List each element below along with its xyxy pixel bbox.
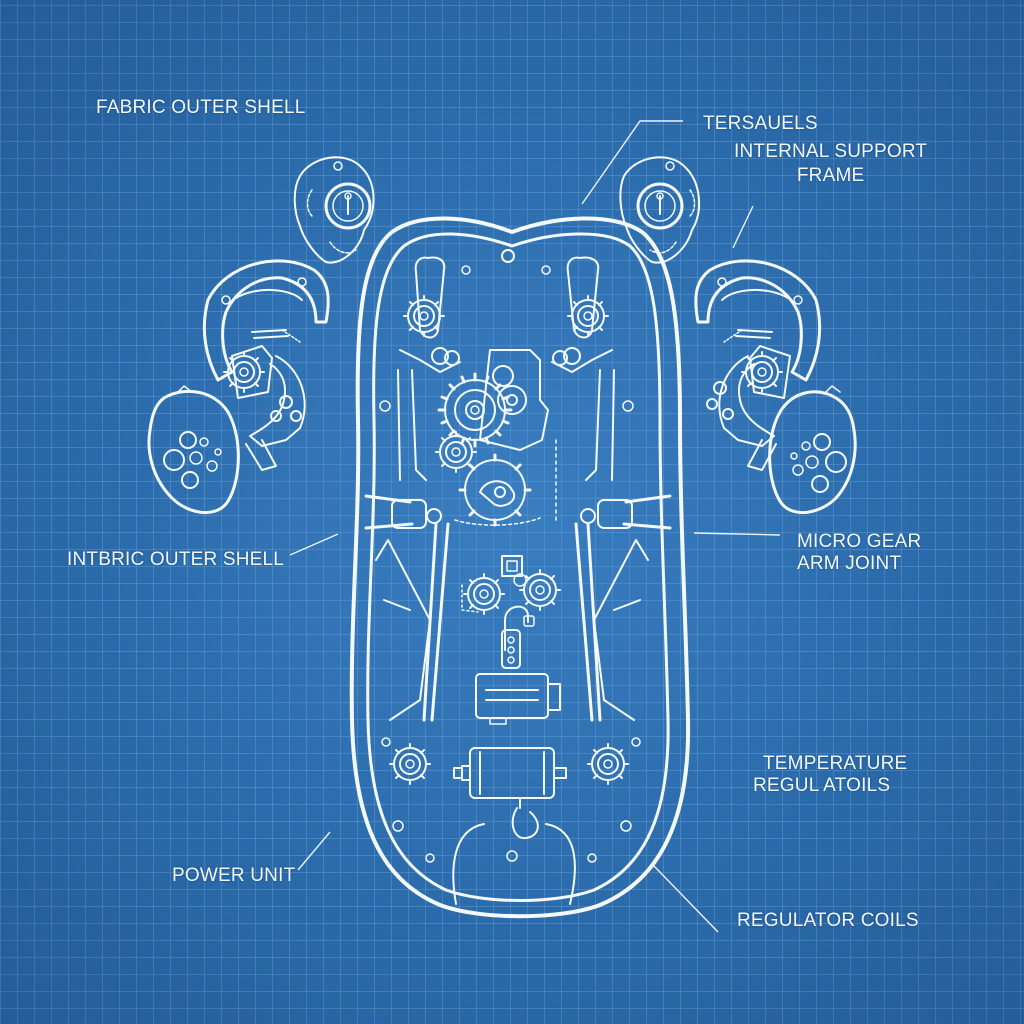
label-regulator-coils: REGULATOR COILS <box>737 910 919 931</box>
lower-battery-cell <box>453 747 567 809</box>
arm-straps <box>364 494 672 722</box>
leader-lines <box>289 120 781 933</box>
label-fabric-outer-shell: FABRIC OUTER SHELL <box>96 97 306 118</box>
right-foot-pod <box>768 385 857 515</box>
label-tersauels: TERSAUELS <box>703 113 818 134</box>
label-power-unit: POWER UNIT <box>172 865 296 886</box>
label-temperature-regulatoils: TEMPERATURE REGUL ATOILS <box>753 753 908 796</box>
label-micro-gear-arm-joint: MICRO GEAR ARM JOINT <box>797 531 922 574</box>
mid-gear-cluster <box>461 555 561 615</box>
regulator-coil-loop <box>381 737 641 905</box>
upper-inner-tabs <box>379 249 634 412</box>
side-linkage <box>397 347 615 481</box>
left-upper-gear-assembly <box>293 156 375 264</box>
left-foot-pod <box>147 385 240 515</box>
outer-body-shell <box>349 216 691 919</box>
left-arm-frame <box>202 259 330 471</box>
label-internal-support-frame: INTERNAL SUPPORT FRAME <box>734 141 928 186</box>
power-unit-motor <box>475 605 561 725</box>
right-upper-gear-assembly <box>619 156 701 264</box>
central-gear-train <box>435 349 557 527</box>
right-arm-frame <box>694 259 822 471</box>
label-intbric-outer-shell: INTBRIC OUTER SHELL <box>67 549 285 570</box>
